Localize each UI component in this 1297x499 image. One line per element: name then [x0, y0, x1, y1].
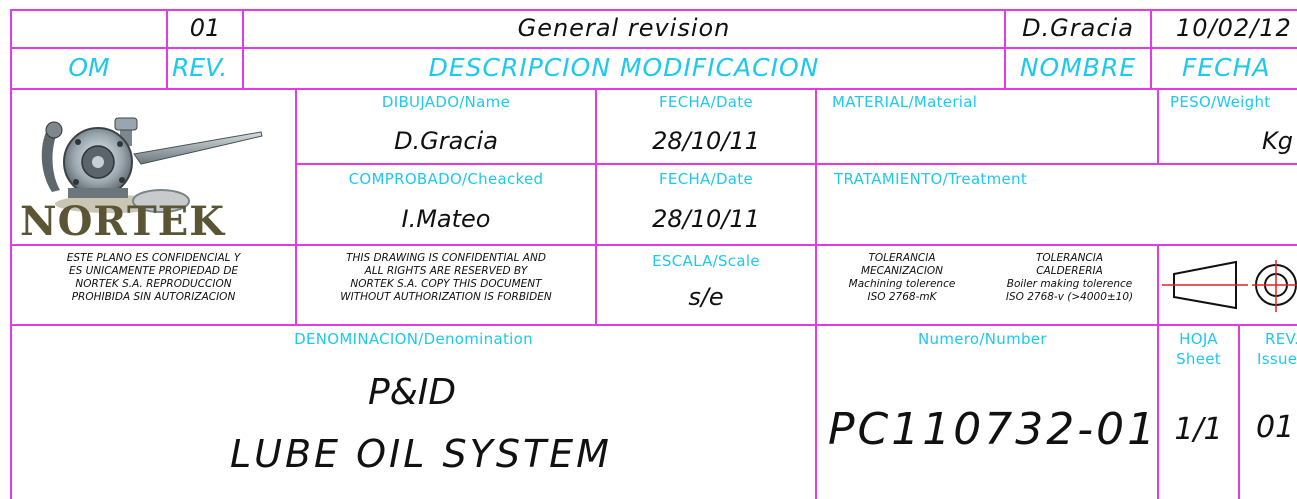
notice-line: NORTEK S.A. REPRODUCCION: [75, 278, 232, 290]
revision-description: General revision: [517, 14, 731, 42]
drawn-date-value: 28/10/11: [652, 127, 760, 155]
material-label: MATERIAL/Material: [832, 93, 978, 111]
issue-label: REV.: [1265, 330, 1297, 348]
tolerance-line: TOLERANCIA: [1035, 252, 1104, 264]
confidential-notice-en: THIS DRAWING IS CONFIDENTIAL AND ALL RIG…: [297, 252, 595, 304]
sheet-label: HOJA: [1179, 330, 1218, 348]
rule: [10, 324, 1297, 326]
weight-label: PESO/Weight: [1170, 93, 1271, 111]
truncated-cone-projection-icon: [1162, 260, 1248, 310]
rule: [1238, 324, 1240, 499]
issue-label-en: Issue: [1257, 350, 1297, 368]
tolerance-line: ISO 2768-mK: [867, 291, 937, 303]
issue-value: 01: [1256, 410, 1295, 445]
confidential-notice-es: ESTE PLANO ES CONFIDENCIAL Y ES UNICAMEN…: [12, 252, 295, 304]
scale-label: ESCALA/Scale: [652, 252, 760, 270]
treatment-label: TRATAMIENTO/Treatment: [834, 170, 1028, 188]
rule: [10, 9, 1297, 11]
notice-line: NORTEK S.A. COPY THIS DOCUMENT: [350, 278, 542, 290]
tolerance-line: TOLERANCIA: [868, 252, 936, 264]
rule: [1157, 324, 1159, 499]
notice-line: THIS DRAWING IS CONFIDENTIAL AND: [346, 252, 546, 264]
rule: [10, 9, 12, 499]
tolerance-line: ISO 2768-v (>4000±10): [1005, 291, 1134, 303]
rule: [10, 244, 1297, 246]
rule: [1004, 9, 1006, 89]
notice-line: WITHOUT AUTHORIZATION IS FORBIDEN: [340, 291, 552, 303]
checked-date-label: FECHA/Date: [658, 170, 754, 188]
rule: [166, 9, 168, 89]
rule: [242, 9, 244, 89]
denomination-label: DENOMINACION/Denomination: [294, 330, 533, 348]
number-label: Numero/Number: [918, 330, 1047, 348]
sheet-value: 1/1: [1174, 412, 1223, 447]
tolerance-machining: TOLERANCIA MECANIZACION Machining tolere…: [817, 252, 987, 304]
nortek-logo: NORTEK: [16, 92, 278, 245]
rule: [815, 88, 817, 499]
rule: [1157, 244, 1159, 325]
denomination-line1: P&ID: [368, 372, 457, 413]
tolerance-line: Boiler making tolerence: [1006, 278, 1133, 290]
rule: [10, 47, 1297, 49]
scale-value: s/e: [688, 283, 724, 311]
drawn-label: DIBUJADO/Name: [381, 93, 511, 111]
header-description: DESCRIPCION MODIFICACION: [428, 53, 820, 82]
header-om: OM: [68, 53, 110, 82]
pump-illustration-icon: [41, 117, 263, 213]
tolerance-boiler: TOLERANCIA CALDERERIA Boiler making tole…: [982, 252, 1157, 304]
tolerance-line: MECANIZACION: [860, 265, 944, 277]
rule: [1157, 88, 1159, 164]
header-name: NOMBRE: [1019, 53, 1137, 82]
checked-value: I.Mateo: [401, 205, 491, 233]
revision-number: 01: [189, 14, 221, 42]
projection-symbol: [1162, 260, 1297, 312]
notice-line: ALL RIGHTS ARE RESERVED BY: [364, 265, 528, 277]
rule: [595, 88, 597, 325]
notice-line: PROHIBIDA SIN AUTORIZACION: [71, 291, 236, 303]
checked-date-value: 28/10/11: [652, 205, 760, 233]
number-value: PC110732-01: [828, 404, 1159, 455]
rule: [10, 88, 1297, 90]
rule: [1150, 9, 1152, 89]
rule: [295, 163, 1297, 165]
header-rev: REV.: [172, 53, 228, 82]
notice-line: ESTE PLANO ES CONFIDENCIAL Y: [66, 252, 241, 264]
header-date: FECHA: [1182, 53, 1271, 82]
tolerance-line: CALDERERIA: [1036, 265, 1103, 277]
drawn-date-label: FECHA/Date: [658, 93, 754, 111]
tolerance-line: Machining tolerence: [848, 278, 956, 290]
rule: [295, 88, 297, 325]
revision-date: 10/02/12: [1176, 14, 1292, 42]
weight-unit: Kg: [1262, 127, 1293, 155]
circle-crosshair-projection-icon: [1252, 260, 1297, 312]
checked-label: COMPROBADO/Cheacked: [348, 170, 544, 188]
denomination-line2: LUBE OIL SYSTEM: [230, 432, 612, 476]
drawn-value: D.Gracia: [394, 127, 498, 155]
sheet-label-en: Sheet: [1176, 350, 1221, 368]
notice-line: ES UNICAMENTE PROPIEDAD DE: [68, 265, 239, 277]
revision-name: D.Gracia: [1022, 14, 1134, 42]
logo-wordmark: NORTEK: [20, 198, 225, 245]
